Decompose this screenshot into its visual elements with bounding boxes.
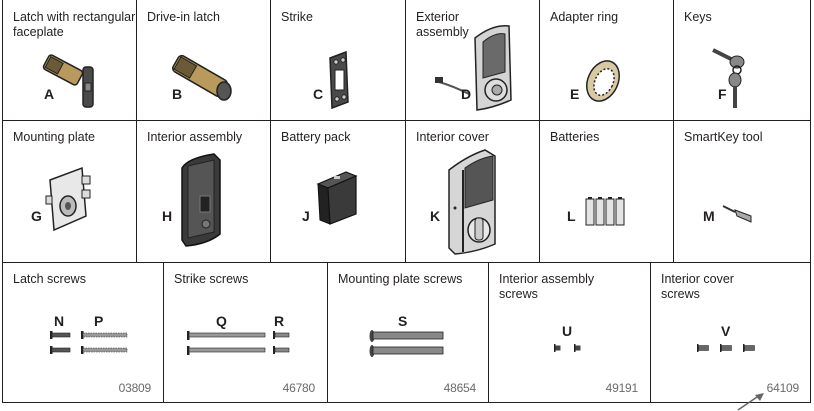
column-divider <box>488 262 489 403</box>
interior-assembly-screws-icon <box>554 344 581 352</box>
part-title: Adapter ring <box>550 10 619 24</box>
adapter-ring-icon <box>586 60 620 102</box>
part-cell-d: Exterior assembly D <box>405 0 539 120</box>
part-letter: U <box>562 323 573 339</box>
part-letter: R <box>274 313 285 329</box>
row-divider <box>2 262 811 263</box>
part-title: Keys <box>684 10 712 24</box>
part-title: SmartKey tool <box>684 130 763 144</box>
part-letter: Q <box>216 313 227 329</box>
part-letter: G <box>31 208 42 224</box>
part-cell-k: Interior cover K <box>405 120 539 262</box>
mounting-plate-screws-icon <box>369 330 444 357</box>
part-letter: M <box>703 208 715 224</box>
part-title: Interior assembly <box>147 130 243 144</box>
exterior-assembly-icon <box>435 25 512 111</box>
part-cell-interior-assembly-screws: Interior assembly screws U 49191 <box>488 262 650 403</box>
drive-in-latch-icon <box>171 54 232 101</box>
part-cell-j: Battery pack J <box>270 120 405 262</box>
interior-assembly-icon <box>181 153 221 247</box>
part-title: Mounting plate <box>13 130 96 144</box>
part-letter: V <box>721 323 731 339</box>
part-letter: P <box>94 313 104 329</box>
part-cell-c: Strike C <box>270 0 405 120</box>
part-title: Latch screws <box>13 272 86 286</box>
part-title: Interior assembly screws <box>499 272 595 301</box>
parts-grid <box>2 0 811 403</box>
part-title: Batteries <box>550 130 600 144</box>
strike-screws-icon <box>187 331 290 355</box>
part-title: Battery pack <box>281 130 351 144</box>
part-cell-strike-screws: Strike screws Q R 46780 <box>163 262 327 403</box>
part-letter: C <box>313 86 324 102</box>
part-cell-g: Mounting plate G <box>2 120 136 262</box>
part-cell-b: Drive-in latch B <box>136 0 270 120</box>
latch-rectangular-icon <box>42 54 94 108</box>
part-title: Mounting plate screws <box>338 272 463 286</box>
column-divider <box>405 0 406 262</box>
batteries-icon <box>585 197 625 226</box>
part-letter: S <box>398 313 408 329</box>
row-divider <box>2 120 811 121</box>
part-cell-h: Interior assembly H <box>136 120 270 262</box>
part-cell-e: Adapter ring E <box>539 0 673 120</box>
smartkey-tool-icon <box>722 205 752 223</box>
part-letter: L <box>567 208 576 224</box>
latch-screws-icon <box>50 331 128 354</box>
part-letter: E <box>570 86 580 102</box>
part-cell-interior-cover-screws: Interior cover screws V 64109 <box>650 262 811 403</box>
column-divider <box>136 0 137 262</box>
part-title: Drive-in latch <box>147 10 220 24</box>
interior-cover-icon <box>448 149 496 255</box>
part-cell-f: Keys F <box>673 0 811 120</box>
part-letter: K <box>430 208 441 224</box>
column-divider <box>673 0 674 262</box>
annotation-arrow-icon <box>737 393 764 411</box>
part-cell-mounting-plate-screws: Mounting plate screws S 48654 <box>327 262 488 403</box>
part-letter: F <box>718 86 727 102</box>
part-title: Strike screws <box>174 272 249 286</box>
column-divider <box>650 262 651 403</box>
column-divider <box>327 262 328 403</box>
part-number: 03809 <box>118 381 152 395</box>
part-letter: N <box>54 313 65 329</box>
column-divider <box>163 262 164 403</box>
part-cell-latch-screws: Latch screws N P 03809 <box>2 262 163 403</box>
part-letter: H <box>162 208 173 224</box>
part-title: Strike <box>281 10 313 24</box>
part-cell-a: Latch with rectangular faceplate A <box>2 0 136 120</box>
part-number: 49191 <box>605 381 639 395</box>
strike-plate-icon <box>329 50 349 110</box>
interior-cover-screws-icon <box>697 344 755 352</box>
column-divider <box>270 0 271 262</box>
part-letter: A <box>44 86 55 102</box>
keys-icon <box>712 48 745 108</box>
part-title: Interior cover <box>416 130 489 144</box>
part-cell-l: Batteries L <box>539 120 673 262</box>
part-number: 48654 <box>443 381 477 395</box>
part-cell-m: SmartKey tool M <box>673 120 811 262</box>
mounting-plate-icon <box>45 166 91 232</box>
part-title: Latch with rectangular faceplate <box>13 10 136 39</box>
part-letter: D <box>461 86 472 102</box>
part-title: Interior cover screws <box>661 272 734 301</box>
part-number: 64109 <box>766 381 800 395</box>
column-divider <box>539 0 540 262</box>
part-title: Exterior assembly <box>416 10 469 39</box>
part-number: 46780 <box>282 381 316 395</box>
part-letter: J <box>302 208 310 224</box>
battery-pack-icon <box>316 171 358 225</box>
part-letter: B <box>172 86 183 102</box>
